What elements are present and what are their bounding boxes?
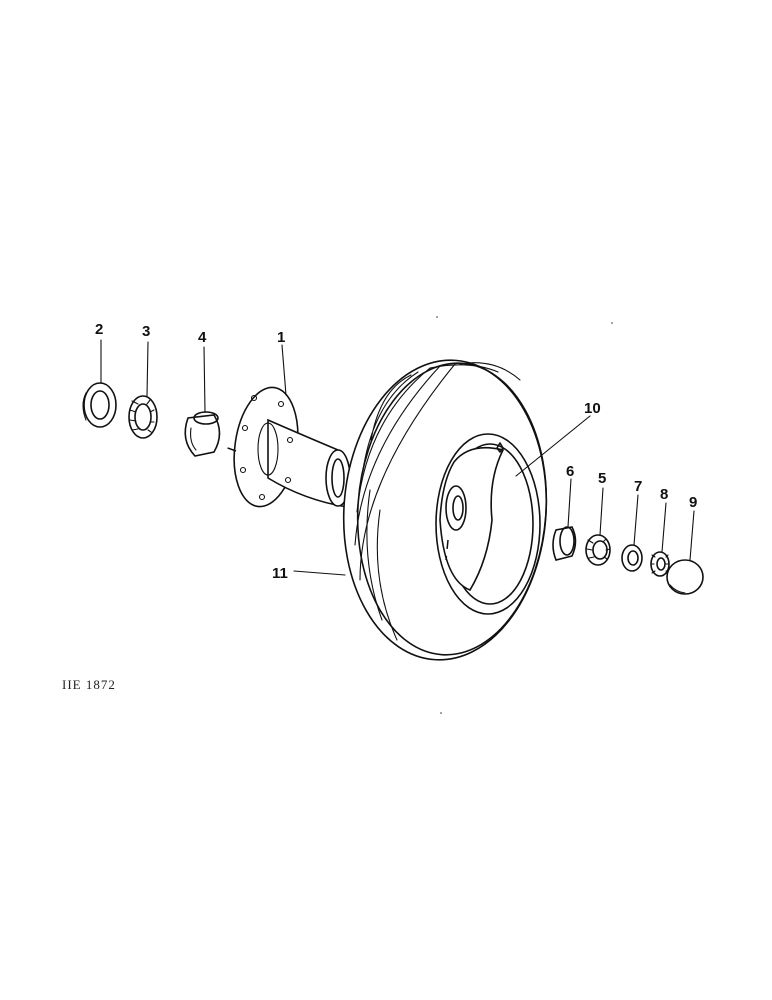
valve-stem: [496, 442, 504, 453]
hub-bolt-holes: [239, 394, 294, 501]
callout-4: 4: [198, 329, 207, 346]
callout-1: 1: [277, 329, 285, 346]
part-10-rim: [435, 433, 541, 615]
axle-centerline-left: [221, 445, 237, 452]
part-4-bearing-cup: [184, 411, 221, 457]
part-9-hub-cap: [666, 559, 704, 595]
part-8-castle-nut: [650, 551, 670, 577]
speck: [611, 322, 613, 324]
callout-7: 7: [634, 478, 642, 495]
callout-11: 11: [272, 565, 288, 582]
part-6-bearing-cup: [552, 526, 577, 561]
part-3-bearing-cone: [128, 395, 158, 439]
leader-lines: [100, 339, 695, 576]
part-2-seal: [82, 382, 117, 428]
speck: [440, 712, 442, 714]
callout-3: 3: [142, 323, 150, 340]
wheel-centerline: [445, 539, 449, 561]
callout-2: 2: [95, 321, 103, 338]
part-7-washer: [621, 544, 643, 572]
callout-8: 8: [660, 486, 668, 503]
figure-code: IIE 1872: [62, 677, 116, 692]
speck: [436, 316, 438, 318]
callout-10: 10: [584, 400, 601, 417]
part-1-hub: [233, 386, 351, 508]
callout-9: 9: [689, 494, 697, 511]
callout-5: 5: [598, 470, 606, 487]
callout-6: 6: [566, 463, 574, 480]
part-5-bearing-cone: [585, 534, 611, 566]
